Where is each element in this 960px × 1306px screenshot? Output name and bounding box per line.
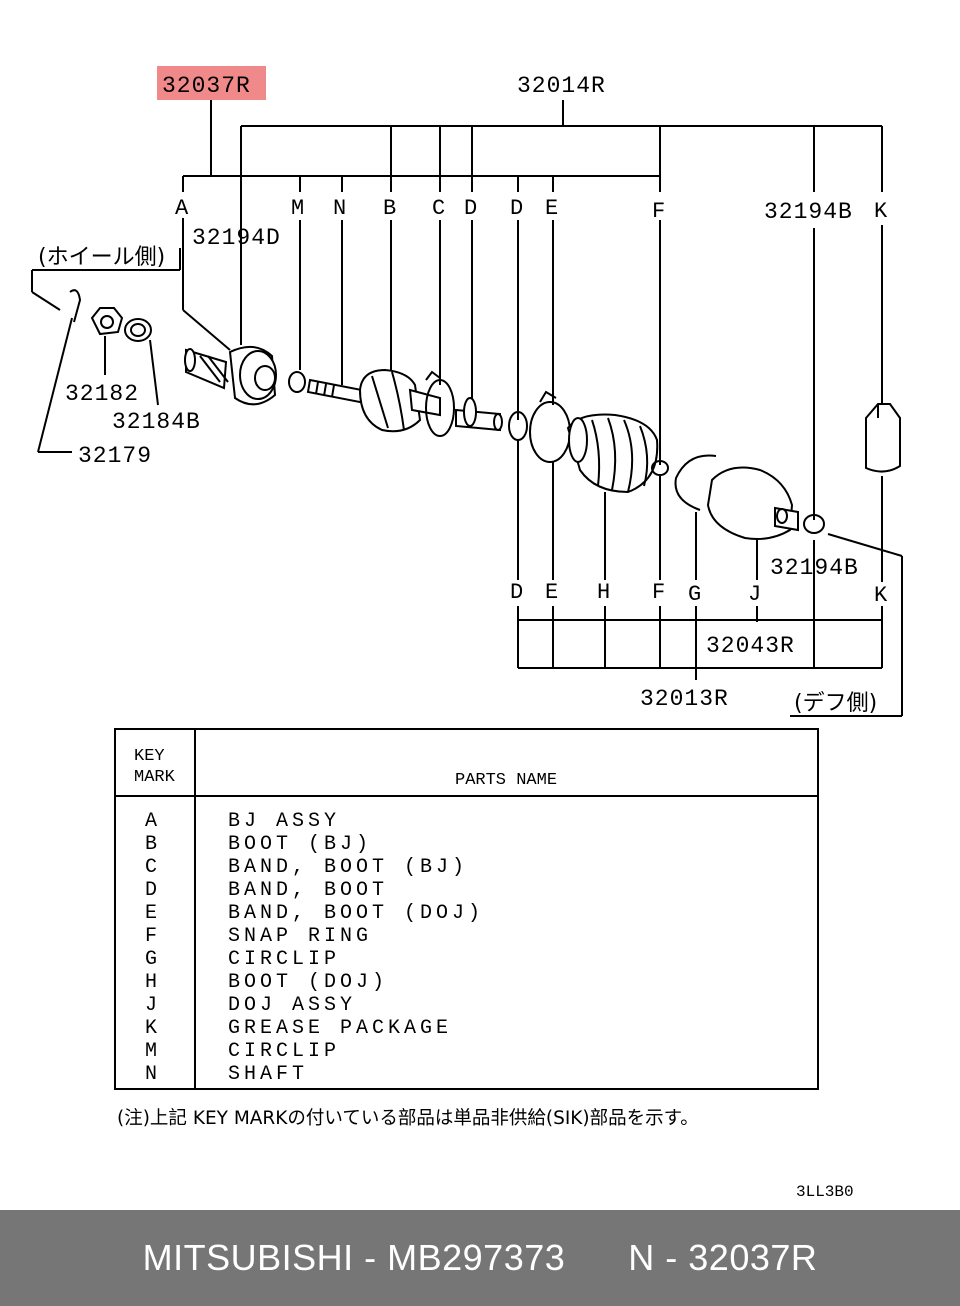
table-row-key: A <box>145 810 157 833</box>
part-number-boot-kit[interactable]: 32013R <box>640 686 729 712</box>
key-label: F <box>652 199 665 224</box>
band-boot-doj <box>529 390 571 463</box>
table-row-name: BOOT (DOJ) <box>228 971 388 994</box>
table-row-name: BAND, BOOT <box>228 879 388 902</box>
key-label: N <box>333 196 346 221</box>
table-row-name: CIRCLIP <box>228 948 340 971</box>
footer-brand: MITSUBISHI <box>142 1237 354 1278</box>
key-label: H <box>597 580 610 605</box>
table-row-key: G <box>145 948 157 971</box>
table-row-key: N <box>145 1063 157 1086</box>
doj-assembly <box>706 466 799 540</box>
part-number-assy-main[interactable]: 32014R <box>517 73 606 99</box>
leader-lines-small-parts <box>37 317 159 453</box>
bottom-key-letters: D E H F G J K <box>510 580 888 608</box>
key-label: G <box>688 582 701 607</box>
table-row-key: C <box>145 856 157 879</box>
key-label: M <box>291 196 304 221</box>
table-row-key: D <box>145 879 157 902</box>
footer-sep: - <box>353 1237 388 1278</box>
key-label: D <box>464 196 477 221</box>
key-label: E <box>545 580 558 605</box>
table-row-key: H <box>145 971 157 994</box>
grease-package <box>865 403 901 473</box>
circlip-g <box>674 454 717 511</box>
table-row-key: B <box>145 833 157 856</box>
key-label: F <box>652 580 665 605</box>
key-label: C <box>432 196 445 221</box>
table-row-name: SNAP RING <box>228 925 372 948</box>
snap-ring <box>651 460 669 476</box>
highlight-box <box>157 66 266 100</box>
part-number-grease-top[interactable]: 32194B <box>764 199 853 225</box>
header-key: KEY <box>134 747 165 766</box>
bj-assembly <box>184 345 277 406</box>
boot-doj <box>566 413 659 494</box>
key-label: K <box>874 583 888 608</box>
circlip-m <box>288 371 306 393</box>
table-row-key: J <box>145 994 157 1017</box>
table-row-key: M <box>145 1040 157 1063</box>
table-row-name: SHAFT <box>228 1063 308 1086</box>
table-row-key: F <box>145 925 157 948</box>
table-note: (注)上記 KEY MARKの付いている部品は単品非供給(SIK)部品を示す。 <box>117 1108 699 1129</box>
key-label: D <box>510 196 523 221</box>
table-row-key: K <box>145 1017 157 1040</box>
parts-table-header: KEY MARK PARTS NAME <box>134 747 557 790</box>
highlighted-part-number[interactable]: 32037R <box>162 73 251 99</box>
table-row-name: BJ ASSY <box>228 810 340 833</box>
table-row-name: BAND, BOOT (DOJ) <box>228 902 484 925</box>
key-label: J <box>748 582 761 607</box>
key-label: K <box>874 199 888 224</box>
footer-part-number: MB297373 <box>387 1237 566 1278</box>
band-boot-bj <box>425 370 455 437</box>
key-label: B <box>383 196 396 221</box>
exploded-parts-diagram: 32037R 32014R A M N <box>31 66 903 1201</box>
header-mark: MARK <box>134 768 176 787</box>
shaft-end <box>455 397 503 432</box>
footer-ref: N - 32037R <box>628 1237 818 1278</box>
parts-table-rows: A BJ ASSY B BOOT (BJ) C BAND, BOOT (BJ) D BAND,… <box>145 810 484 1086</box>
top-key-letters: A M N B C D D E F K <box>175 196 888 224</box>
wheel-side-label: (ホイール側) <box>38 245 165 270</box>
drawing-code: 3LL3B0 <box>796 1183 854 1201</box>
table-row-name: CIRCLIP <box>228 1040 340 1063</box>
leader-lines-top <box>182 100 883 520</box>
table-row-name: BAND, BOOT (BJ) <box>228 856 468 879</box>
grease-ring <box>803 514 825 534</box>
key-label: A <box>175 196 189 221</box>
part-number-doj-group[interactable]: 32043R <box>706 633 795 659</box>
key-label: D <box>510 580 523 605</box>
nut-and-washer <box>69 289 152 342</box>
part-number-washer[interactable]: 32184B <box>112 409 201 435</box>
footer-bar: MITSUBISHI - MB297373 N - 32037R <box>0 1210 960 1306</box>
wheel-side-bracket <box>31 248 181 311</box>
table-row-name: BOOT (BJ) <box>228 833 372 856</box>
parts-table-frame <box>114 728 819 1090</box>
footer-gap <box>565 1237 628 1279</box>
key-label: E <box>545 196 558 221</box>
boot-bj <box>358 368 441 433</box>
leader-lines-bottom <box>517 440 903 717</box>
part-number-nut[interactable]: 32182 <box>65 381 139 407</box>
header-parts-name: PARTS NAME <box>455 771 557 790</box>
table-row-key: E <box>145 902 157 925</box>
table-row-name: GREASE PACKAGE <box>228 1017 452 1040</box>
part-number-cotter[interactable]: 32179 <box>78 443 152 469</box>
part-number-shaft-top[interactable]: 32194D <box>192 225 281 251</box>
table-row-name: DOJ ASSY <box>228 994 356 1017</box>
diff-side-label: (デフ側) <box>794 691 877 716</box>
